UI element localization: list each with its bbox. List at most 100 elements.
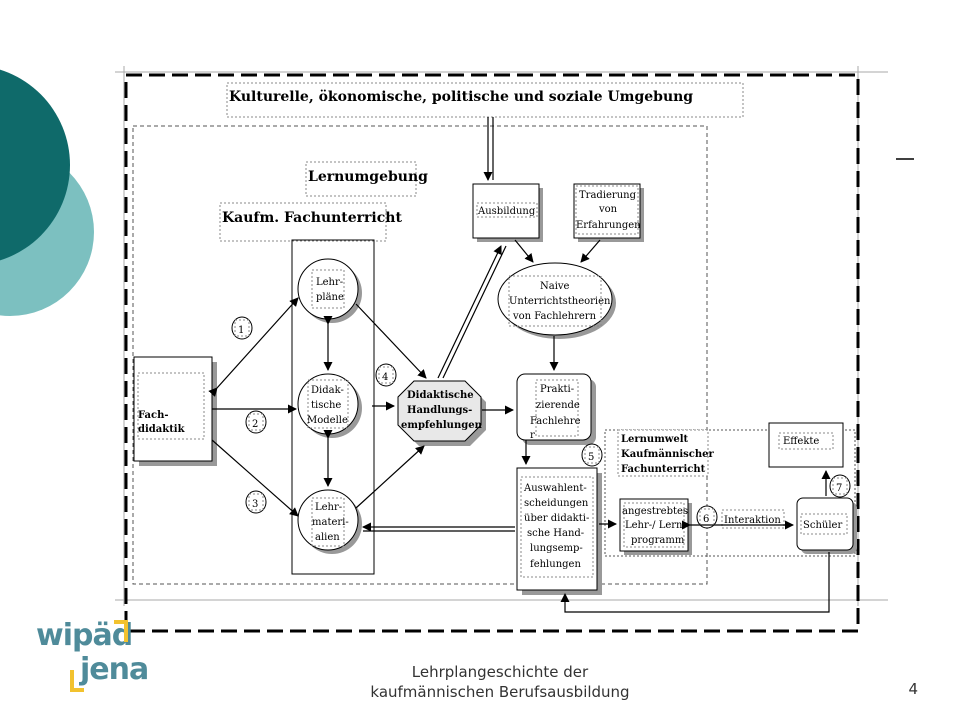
schueler-label: Schüler [803, 520, 842, 531]
naive-ellipse [497, 262, 613, 336]
naive-line3: von Fachlehrern [512, 311, 597, 322]
lernumgebung-box [305, 161, 417, 197]
kaufm-unterricht-label: Kaufm. Fachunterricht [222, 210, 402, 226]
page-number: 4 [908, 680, 918, 698]
number-5: 5 [588, 452, 594, 463]
naive-line2: Unterrichtstheorien [509, 296, 611, 307]
lehrplaene-line2: pläne [316, 292, 344, 303]
footer-title-line2: kaufmännischen Berufsausbildung [370, 683, 630, 701]
fachdidaktik-line1: Fach- [138, 410, 169, 421]
kaufm-unterricht-box [219, 202, 387, 242]
programm-line1: angestrebtes [622, 506, 688, 517]
auswahl-line3: über didakti- [524, 513, 589, 524]
number-badge-4: 4 [375, 363, 397, 387]
tradierung-box [573, 183, 641, 239]
auswahl-line5: lungsemp- [530, 543, 583, 554]
lernumwelt-label-box [617, 429, 709, 477]
auswahl-line1: Auswahlent- [523, 483, 587, 494]
auswahl-line4: sche Hand- [527, 528, 584, 539]
effekte-label: Effekte [783, 436, 819, 447]
modelle-line2: tische [311, 400, 341, 411]
materialien-line3: alien [315, 532, 340, 543]
arrow-tradierung-naive [580, 239, 601, 263]
materialien-line1: Lehr- [315, 502, 342, 513]
arrow-fach-lehrplaene [208, 297, 299, 397]
number-badge-5: 5 [581, 443, 603, 467]
arrow-handlung-ausbildung-a [437, 245, 502, 379]
lernumwelt-line1: Lernumwelt [621, 434, 689, 445]
auswahl-box [516, 467, 598, 591]
arrow-ausbildung-naive [514, 239, 534, 263]
lernumwelt-line3: Fachunterricht [621, 464, 706, 475]
number-badge-7: 7 [829, 474, 851, 498]
lernumgebung-label: Lernumgebung [308, 169, 428, 185]
lehrplaene-circle [297, 258, 359, 320]
materialien-inner [311, 497, 345, 547]
tradierung-line3: Erfahrungen [576, 220, 641, 231]
number-3: 3 [252, 499, 258, 510]
number-7: 7 [836, 483, 842, 494]
auswahl-inner [520, 476, 594, 578]
lehrplaene-inner [311, 269, 345, 309]
number-1: 1 [238, 325, 244, 336]
praktiz-line1: Prakti- [540, 384, 574, 395]
ausbildung-label: Ausbildung [477, 206, 536, 217]
schueler-box [796, 497, 854, 551]
decor-circle-dark [0, 69, 70, 261]
modelle-inner [307, 379, 349, 429]
materialien-circle [297, 489, 359, 551]
lernumwelt-region [604, 429, 856, 557]
fachdidaktik-box [133, 356, 213, 462]
programm-line3: programm [631, 535, 685, 546]
fachdidaktik-inner [137, 372, 205, 440]
modelle-line3: Modelle [307, 415, 348, 426]
footer-title: Lehrplangeschichte der kaufmännischen Be… [290, 662, 710, 702]
outer-dashed-border [124, 73, 860, 633]
schueler-inner [800, 513, 848, 535]
number-6: 6 [703, 514, 709, 525]
interaktion-label: Interaktion [724, 515, 781, 526]
auswahl-line6: fehlungen [530, 559, 581, 570]
arrow-lehrplaene-handlung [355, 303, 427, 379]
tradierung-line2: von [598, 204, 618, 215]
auswahl-line2: scheidungen [524, 498, 589, 509]
modelle-line1: Didak- [311, 385, 344, 396]
logo-bracket-top [114, 620, 128, 642]
handlungs-octagon [397, 380, 482, 442]
praktiz-line3: Fachlehre [530, 416, 581, 427]
number-badge-1: 1 [231, 316, 253, 340]
ausbildung-box [472, 183, 540, 239]
handlungs-line3: empfehlungen [401, 420, 483, 431]
logo-bracket-bottom [70, 670, 84, 692]
effekte-box [768, 422, 844, 468]
praktiz-line4: r [530, 430, 535, 441]
handlungs-line2: Handlungs- [407, 405, 472, 416]
arrow-handlung-ausbildung-b [442, 245, 507, 379]
number-2: 2 [252, 419, 258, 430]
footer-title-line1: Lehrplangeschichte der [411, 663, 589, 681]
inner-dashed-region [132, 125, 708, 585]
arrow-fach-materialien [211, 439, 299, 517]
lernumwelt-line2: Kaufmännischer [621, 449, 714, 460]
praktiz-inner [535, 379, 579, 437]
number-4: 4 [382, 372, 388, 383]
programm-line2: Lehr-/ Lern- [625, 520, 686, 531]
tradierung-line1: Tradierung [579, 190, 637, 201]
naive-line1: Naive [540, 281, 570, 292]
environment-title-box [226, 82, 744, 118]
praktiz-line2: zierende [536, 400, 580, 411]
arrow-materialien-handlung [355, 445, 425, 509]
ausbildung-inner [476, 202, 538, 218]
handlungs-line1: Didaktische [407, 390, 474, 401]
environment-title: Kulturelle, ökonomische, politische und … [229, 89, 693, 105]
tradierung-inner [575, 185, 639, 235]
wipaed-jena-logo: wipäd jena [36, 618, 149, 698]
naive-inner [508, 275, 602, 327]
arrow-feedback-loop [560, 552, 830, 613]
number-badge-2: 2 [245, 410, 267, 434]
fachdidaktik-line2: didaktik [138, 424, 186, 435]
materialien-line2: materi- [312, 517, 349, 528]
number-badge-3: 3 [245, 490, 267, 514]
logo-line2: jena [80, 652, 149, 687]
